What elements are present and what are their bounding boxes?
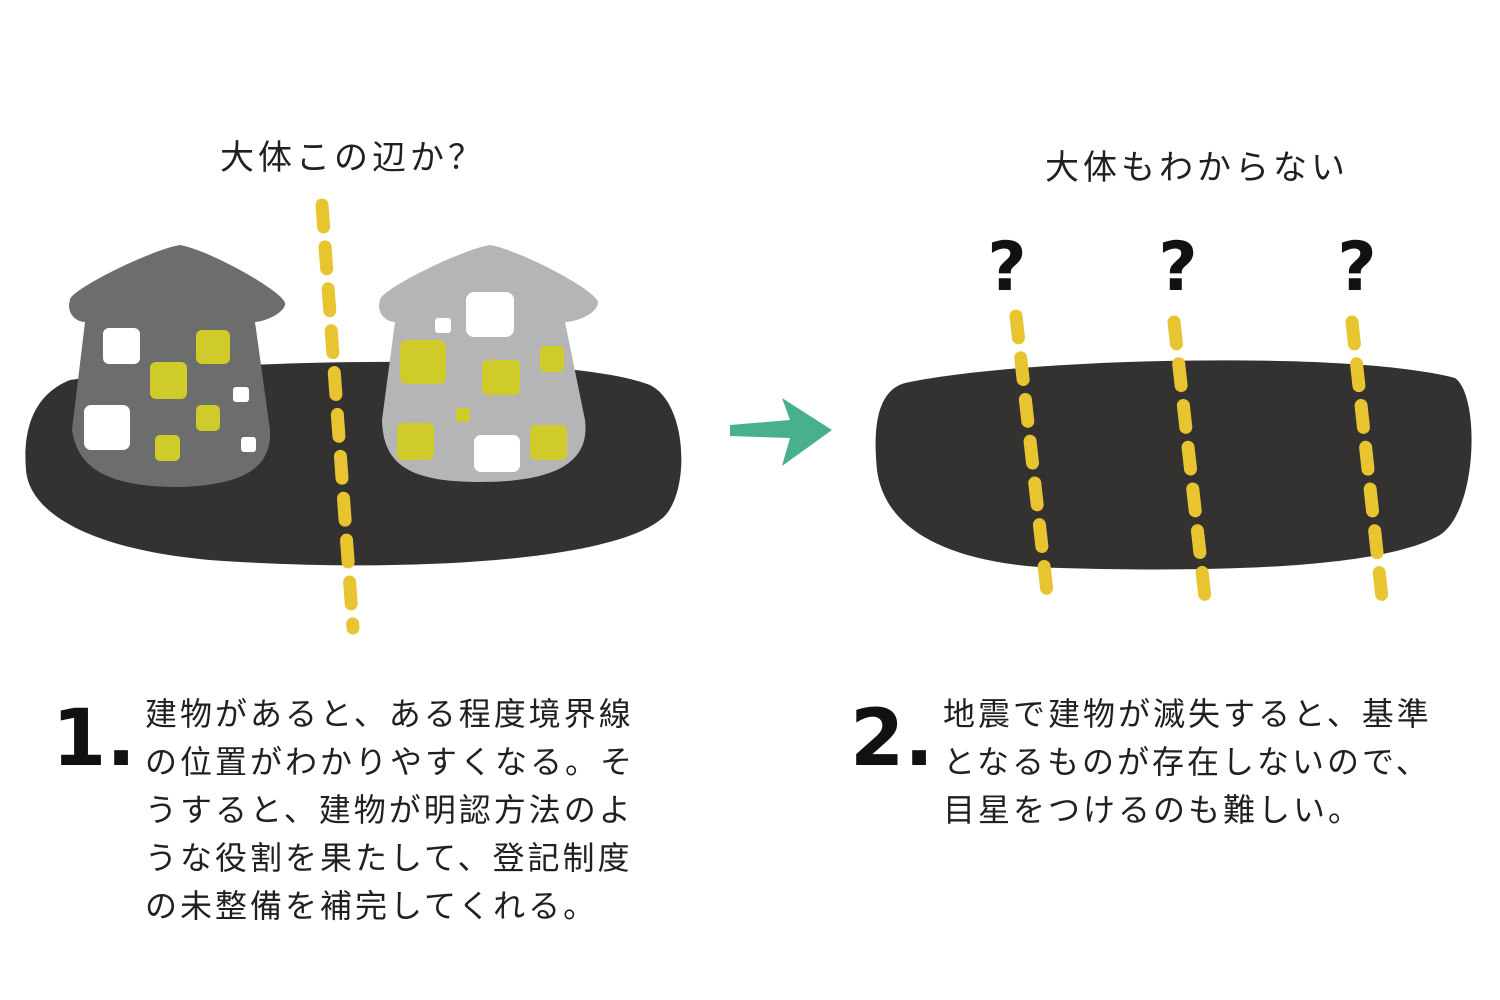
description-line: うな役割を果たして、登記制度 xyxy=(145,839,633,877)
boundary-line-1 xyxy=(315,198,360,635)
description-line: うすると、建物が明認方法のよ xyxy=(145,791,634,829)
boundary-line-2c xyxy=(1345,315,1389,605)
description-line: 建物があると、ある程度境界線 xyxy=(145,695,634,733)
description-line: の未整備を補完してくれる。 xyxy=(145,887,599,925)
description-line: となるものが存在しないので、 xyxy=(943,743,1431,781)
house-light xyxy=(379,245,599,482)
boundary-line-2a xyxy=(1009,309,1054,599)
panel-2-number: 2. xyxy=(850,694,934,784)
panel-1-label: 大体この辺か？ xyxy=(220,138,486,178)
description-line: 目星をつけるのも難しい。 xyxy=(943,791,1364,829)
description-line: 地震で建物が滅失すると、基準 xyxy=(943,695,1432,733)
land-blob-2 xyxy=(875,360,1472,570)
question-mark-2: ? xyxy=(1158,228,1197,307)
panel-2-description: 地震で建物が滅失すると、基準 となるものが存在しないので、 目星をつけるのも難し… xyxy=(943,690,1483,834)
question-mark-1: ? xyxy=(987,228,1026,307)
panel-1-description: 建物があると、ある程度境界線 の位置がわかりやすくなる。そ うすると、建物が明認… xyxy=(145,690,685,930)
boundary-line-2b xyxy=(1167,315,1212,605)
panel-1-number: 1. xyxy=(52,694,136,784)
question-mark-3: ? xyxy=(1337,228,1376,307)
panel-2-label: 大体もわからない xyxy=(1045,148,1349,188)
description-line: の位置がわかりやすくなる。そ xyxy=(145,743,636,781)
arrow-icon xyxy=(730,398,832,466)
house-dark xyxy=(69,245,286,487)
